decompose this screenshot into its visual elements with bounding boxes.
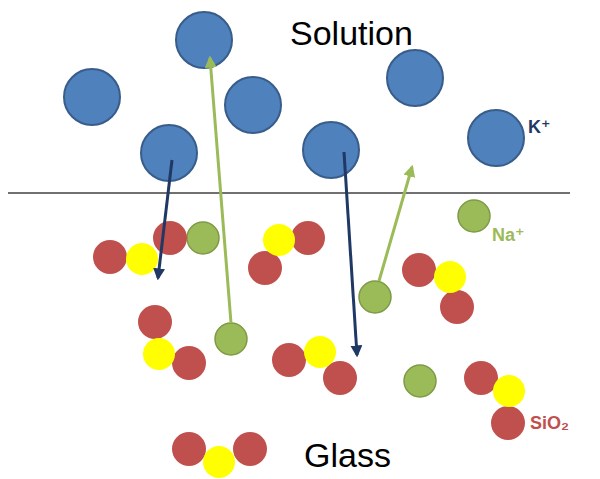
region-label: Glass [304,438,391,472]
ion-label: Na⁺ [492,226,525,244]
interface-line [8,192,570,194]
sodium-ions [187,200,490,397]
exchange-arrows [158,58,412,355]
silica-molecules [93,221,525,478]
potassium-ions [64,12,524,181]
molecule-label: SiO₂ [530,414,569,432]
ion-label: K⁺ [528,118,551,136]
region-label: Solution [290,16,413,50]
